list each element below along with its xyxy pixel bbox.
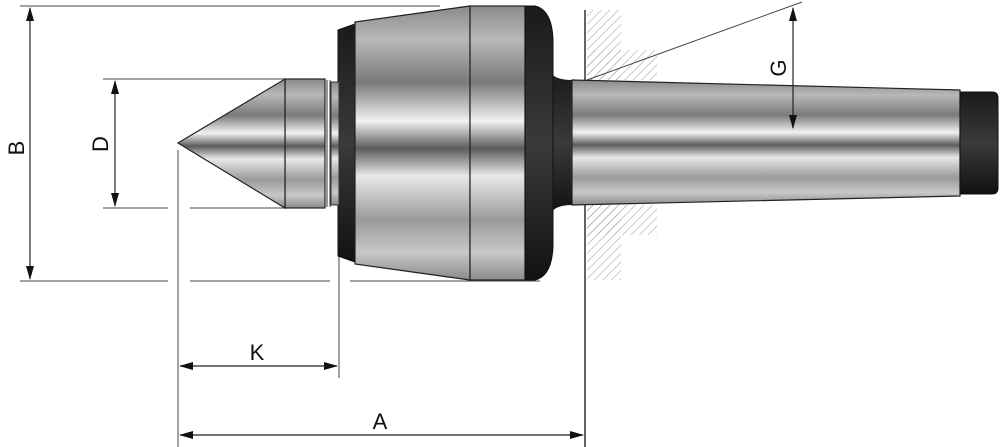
label-d: D [88, 136, 113, 152]
dimension-k: K [179, 340, 338, 370]
label-k: K [250, 340, 265, 365]
dimension-d: D [88, 80, 119, 207]
label-a: A [373, 409, 388, 434]
taper-shank [550, 72, 999, 214]
dimension-g: G [766, 7, 797, 129]
center-point [176, 77, 340, 210]
extension-lines [20, 1, 804, 447]
dimension-a: A [179, 409, 584, 439]
dimension-b: B [4, 7, 34, 280]
wall-hatching [584, 10, 657, 447]
label-b: B [4, 141, 29, 156]
bearing-housing [337, 5, 554, 281]
label-g: G [766, 59, 791, 76]
